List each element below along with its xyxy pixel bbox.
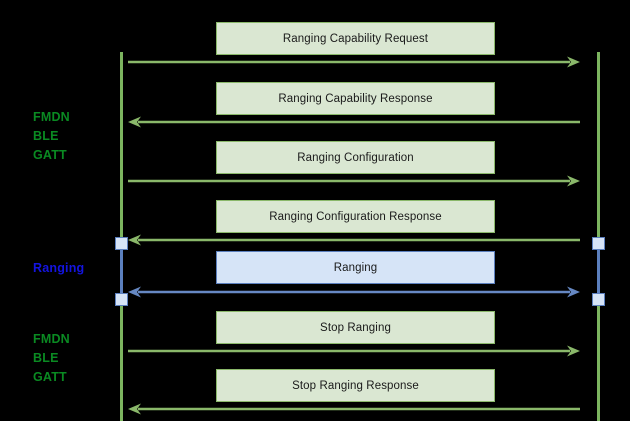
message-box-msg-2[interactable]: Ranging Capability Response xyxy=(216,82,495,115)
lifeline-responder xyxy=(597,52,600,421)
activation-box-right-3 xyxy=(592,293,605,306)
message-box-msg-6[interactable]: Stop Ranging xyxy=(216,311,495,344)
message-arrow-msg-3 xyxy=(128,174,580,188)
message-arrow-msg-7 xyxy=(128,402,580,416)
phase-label-phase-fmdn-top: FMDN BLE GATT xyxy=(33,108,111,165)
phase-label-phase-ranging: Ranging xyxy=(33,259,111,278)
phase-label-line: BLE xyxy=(33,351,59,365)
message-box-msg-3[interactable]: Ranging Configuration xyxy=(216,141,495,174)
message-box-msg-1[interactable]: Ranging Capability Request xyxy=(216,22,495,55)
message-label: Stop Ranging Response xyxy=(292,379,419,392)
message-label: Ranging xyxy=(333,261,378,274)
phase-label-line: BLE xyxy=(33,129,59,143)
message-box-msg-7[interactable]: Stop Ranging Response xyxy=(216,369,495,402)
message-label: Ranging Capability Request xyxy=(282,32,429,45)
phase-label-phase-fmdn-bottom: FMDN BLE GATT xyxy=(33,330,111,387)
activation-box-left-0 xyxy=(115,237,128,250)
message-label: Ranging Capability Response xyxy=(278,92,433,105)
phase-label-line: FMDN xyxy=(33,332,70,346)
phase-label-line: GATT xyxy=(33,370,67,384)
phase-label-line: Ranging xyxy=(33,261,85,275)
activation-box-left-1 xyxy=(115,293,128,306)
message-label: Ranging Configuration xyxy=(297,151,414,164)
activation-box-right-2 xyxy=(592,237,605,250)
lifeline-initiator xyxy=(120,52,123,421)
message-arrow-msg-6 xyxy=(128,344,580,358)
message-label: Ranging Configuration Response xyxy=(269,210,442,223)
message-box-msg-5[interactable]: Ranging xyxy=(216,251,495,284)
message-arrow-msg-5 xyxy=(128,285,580,299)
message-box-msg-4[interactable]: Ranging Configuration Response xyxy=(216,200,495,233)
message-arrow-msg-2 xyxy=(128,115,580,129)
ranging-lifeline-segment-right xyxy=(597,243,600,299)
message-label: Stop Ranging xyxy=(320,321,391,334)
ranging-lifeline-segment-left xyxy=(120,243,123,299)
message-arrow-msg-4 xyxy=(128,233,580,247)
phase-label-line: FMDN xyxy=(33,110,70,124)
phase-label-line: GATT xyxy=(33,148,67,162)
message-arrow-msg-1 xyxy=(128,55,580,69)
